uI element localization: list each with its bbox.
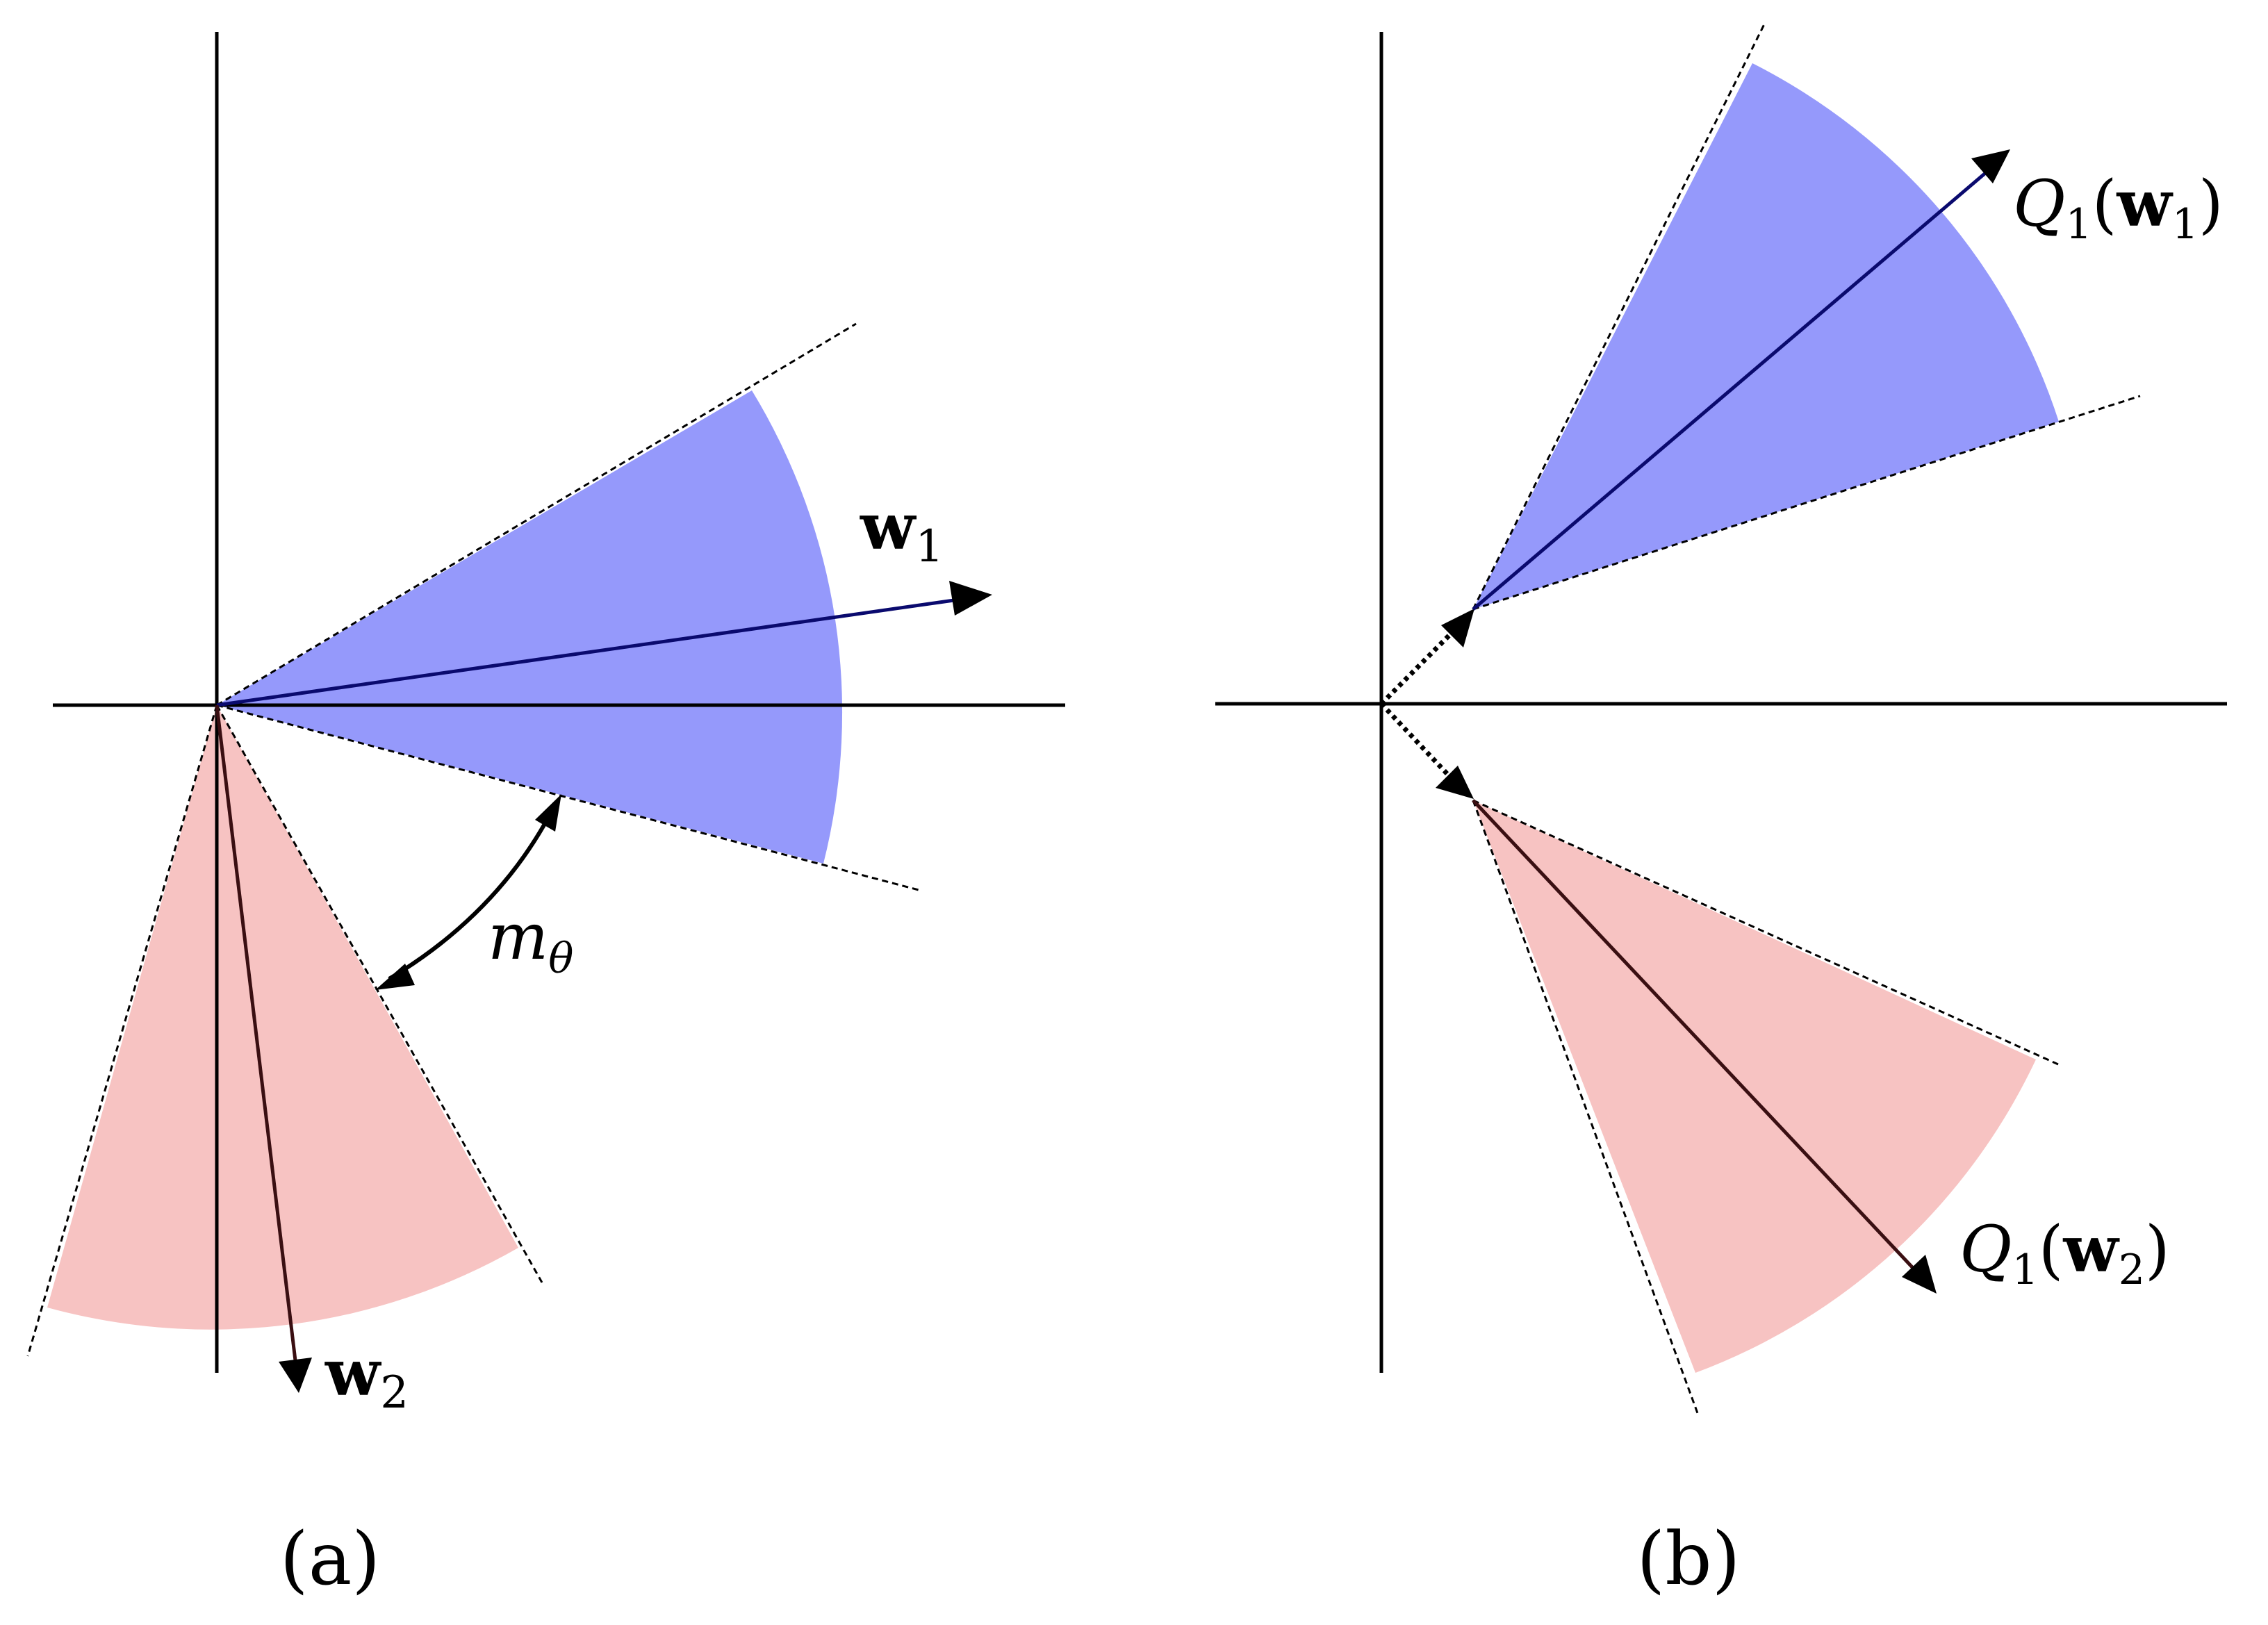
class1-lower-boundary xyxy=(216,704,919,891)
q1w2-arrowhead xyxy=(1902,1255,1937,1294)
offset-arrow-2 xyxy=(1379,702,1458,786)
q1w2-vector xyxy=(1472,799,1925,1280)
q1w1-upper-boundary xyxy=(1472,21,1767,610)
margin-arrowhead-top xyxy=(535,794,561,832)
w1-arrowhead xyxy=(949,581,992,616)
w2-arrowhead xyxy=(279,1358,312,1393)
q1w1-lower-boundary xyxy=(1472,395,2141,611)
w1-label: w1 xyxy=(860,489,944,572)
q1w1-arrowhead xyxy=(1971,149,2010,183)
class1-sector xyxy=(217,390,843,864)
margin-arc xyxy=(388,815,551,981)
offset-arrowhead-1 xyxy=(1441,609,1474,647)
w1-vector xyxy=(216,595,979,707)
panel-a-caption: (a) xyxy=(280,1517,381,1601)
panel-b-caption: (b) xyxy=(1636,1517,1740,1601)
offset-arrow-1 xyxy=(1379,625,1459,706)
margin-label: mθ xyxy=(488,900,573,983)
q1w2-label: Q1(w2) xyxy=(1959,1212,2170,1294)
q1w1-sector xyxy=(1473,63,2059,609)
q1w2-sector xyxy=(1473,800,2036,1373)
w2-vector xyxy=(215,704,299,1373)
q1w1-vector xyxy=(1472,161,1999,611)
panel-a: w1 w2 mθ (a) xyxy=(26,32,1065,1601)
class2-left-boundary xyxy=(26,704,218,1357)
panel-b: Q1(w1) Q1(w2) (b) xyxy=(1215,21,2227,1601)
offset-arrowhead-2 xyxy=(1436,766,1474,799)
class2-right-boundary xyxy=(215,704,543,1283)
class1-upper-boundary xyxy=(216,322,857,707)
class2-sector xyxy=(47,705,518,1330)
w2-label: w2 xyxy=(324,1335,409,1419)
q1w2-upper-boundary xyxy=(1472,799,2059,1066)
q1w2-lower-boundary xyxy=(1472,800,1699,1414)
margin-arrowhead-bottom xyxy=(375,964,415,990)
q1w1-label: Q1(w1) xyxy=(2013,166,2224,249)
